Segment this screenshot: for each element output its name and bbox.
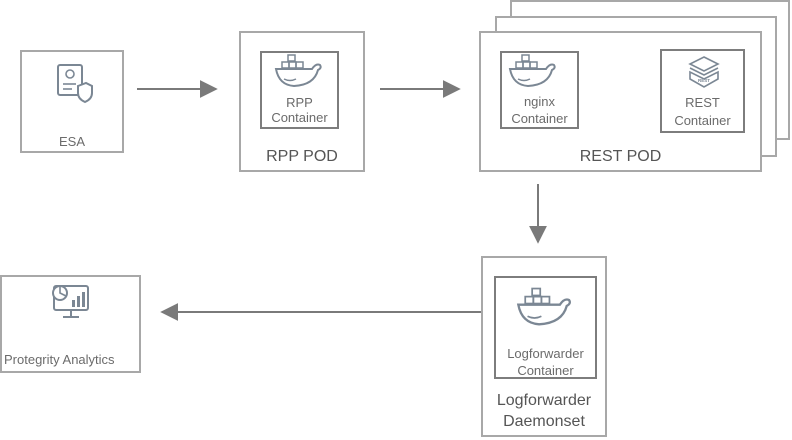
docker-whale-icon <box>274 54 322 88</box>
nginx-container-line1: nginx <box>523 94 556 109</box>
logforwarder-label-line2: Daemonset <box>503 413 585 430</box>
rest-container[interactable]: REST REST Container <box>660 49 745 133</box>
rpp-container-line1: RPP <box>286 95 313 110</box>
rest-container-line2: Container <box>674 113 731 128</box>
docker-whale-icon <box>516 287 571 326</box>
nginx-container-line2: Container <box>511 111 568 126</box>
rest-pod[interactable]: nginx Container REST REST Container REST… <box>479 31 762 172</box>
logforwarder-container-line2: Container <box>517 363 574 378</box>
rpp-container-line2: Container <box>271 110 328 125</box>
nginx-container[interactable]: nginx Container <box>500 51 579 129</box>
protegrity-analytics-label: Protegrity Analytics <box>4 352 115 367</box>
logforwarder-container-line1: Logforwarder <box>507 346 584 361</box>
shield-document-icon <box>57 64 93 104</box>
rpp-container[interactable]: RPP Container <box>260 51 339 129</box>
rest-badge: REST <box>698 78 710 83</box>
protegrity-analytics-node[interactable]: Protegrity Analytics <box>0 275 141 373</box>
rest-container-line1: REST <box>685 95 720 110</box>
rest-api-cube-icon: REST <box>688 56 720 88</box>
esa-node[interactable]: ESA <box>20 50 124 153</box>
rpp-pod-label: RPP POD <box>266 148 338 165</box>
analytics-monitor-icon <box>52 285 89 318</box>
esa-label: ESA <box>58 134 85 149</box>
rest-pod-label: REST POD <box>579 148 662 165</box>
rpp-pod[interactable]: RPP Container RPP POD <box>239 31 365 172</box>
logforwarder-container[interactable]: Logforwarder Container <box>494 276 597 379</box>
logforwarder-daemonset[interactable]: Logforwarder Container Logforwarder Daem… <box>481 256 607 437</box>
logforwarder-label-line1: Logforwarder <box>496 392 592 409</box>
docker-whale-icon <box>508 54 556 88</box>
